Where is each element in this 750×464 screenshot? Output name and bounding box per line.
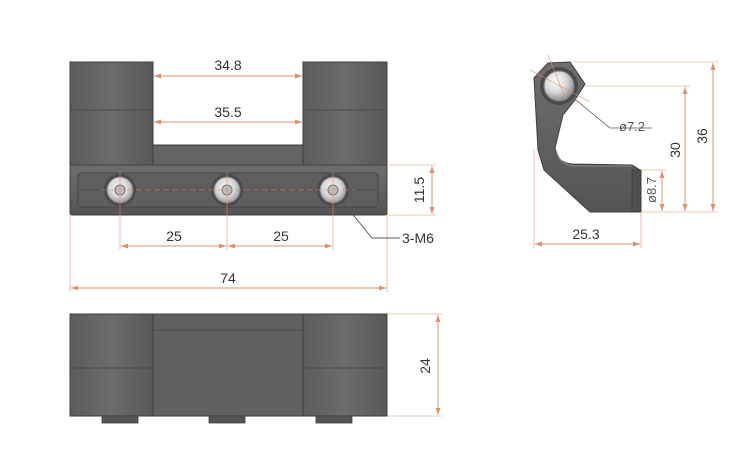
screw-stub: [208, 415, 246, 424]
top-view: 24: [69, 313, 442, 424]
hinge-pin: [540, 67, 578, 105]
dim-hole-pitch-left: 25: [166, 228, 182, 244]
dim-pin-diameter: ø7.2: [619, 119, 645, 134]
dim-inner-opening: 35.5: [214, 104, 241, 120]
front-view: 34.8 35.5 25 25 74 11.5 3-M6: [69, 57, 436, 292]
screw-callout-leader: [340, 199, 400, 239]
dim-top-opening: 34.8: [214, 57, 241, 73]
screw-callout: 3-M6: [402, 230, 434, 246]
front-middle-band: [152, 144, 304, 166]
dim-overall-length: 74: [220, 270, 236, 286]
front-left-block: [69, 61, 154, 166]
screw-stub: [315, 415, 353, 424]
front-right-block: [302, 61, 388, 166]
dim-overall-height: 36: [694, 128, 710, 144]
side-view-foot: [631, 169, 642, 213]
dim-top-height: 24: [417, 358, 433, 374]
screw-stub: [101, 415, 139, 424]
dim-hole-pitch-right: 25: [273, 228, 289, 244]
dim-depth: 25.3: [572, 226, 599, 242]
dim-inner-height: 30: [667, 142, 683, 158]
pin-diameter-leader: [575, 99, 652, 129]
side-view: ø7.2 30 36 ø8.7 25.3: [529, 54, 718, 248]
dim-plate-height: 11.5: [411, 177, 427, 203]
dim-base-thickness: ø8.7: [644, 177, 659, 203]
